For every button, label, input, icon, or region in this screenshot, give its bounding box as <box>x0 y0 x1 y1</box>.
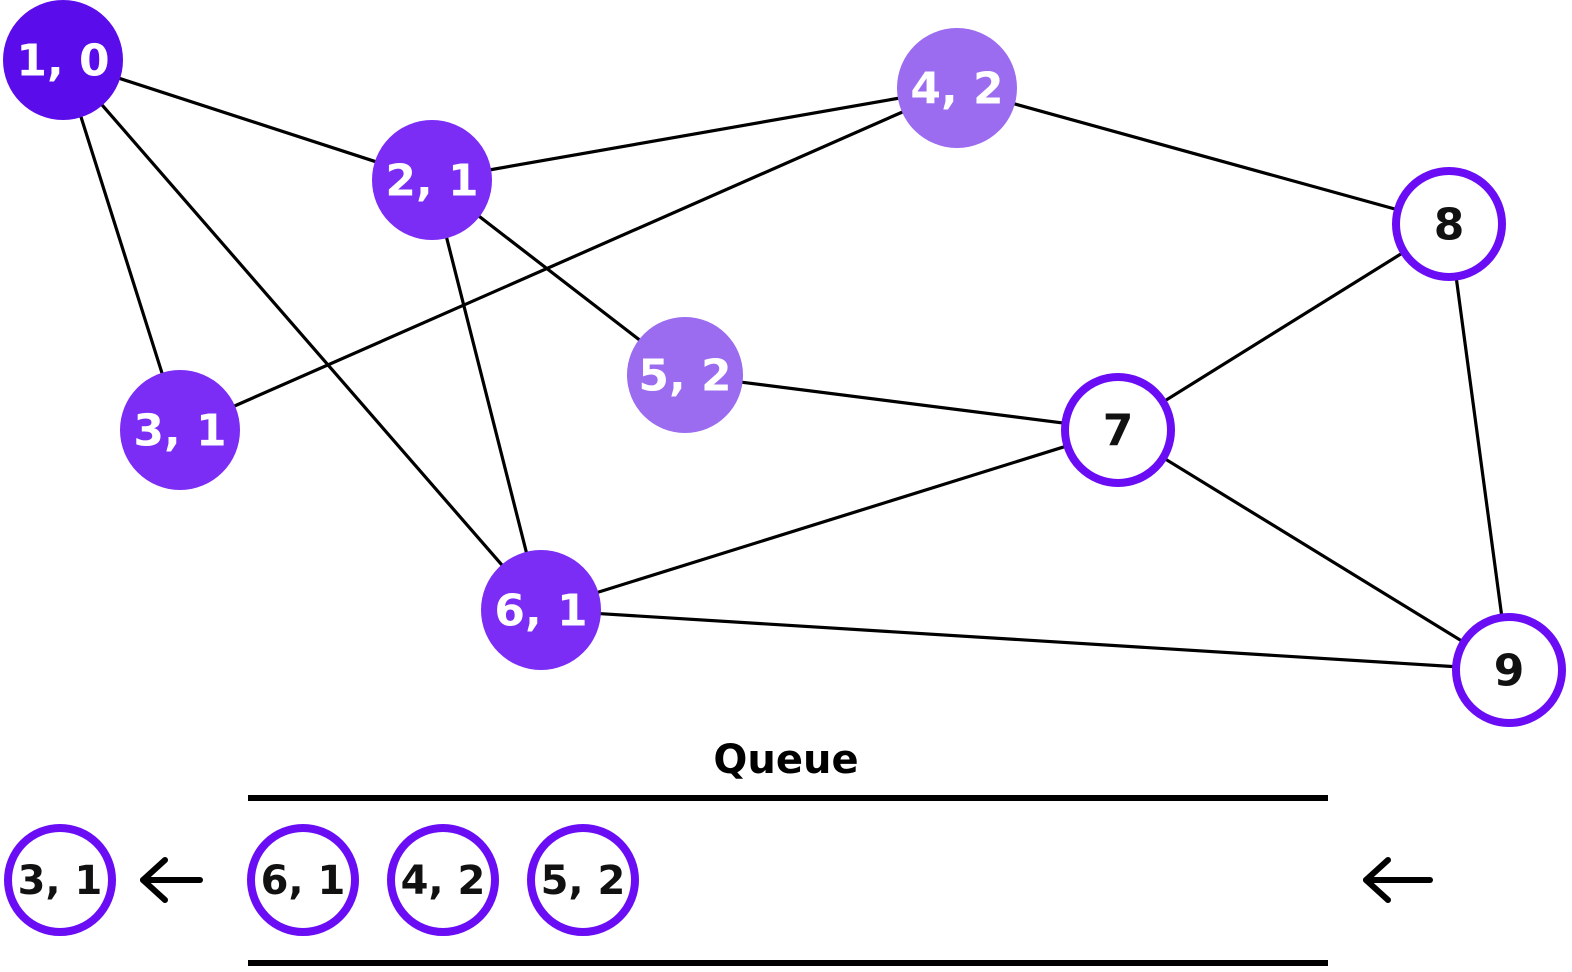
node-disc-unvisited <box>1452 613 1566 727</box>
graph-edge <box>1159 455 1468 645</box>
node-label: 9 <box>1494 646 1525 697</box>
graph-node-2-1[interactable]: 2, 1 <box>372 120 492 240</box>
arrow-head-icon <box>140 857 168 903</box>
graph-edge <box>594 443 1071 595</box>
graph-node-6-1[interactable]: 6, 1 <box>481 550 601 670</box>
node-disc-visited <box>627 317 743 433</box>
node-layer: 1, 0 2, 1 3, 1 4, 2 5, 2 6, 1 7 8 9 <box>3 0 1566 727</box>
graph-edge <box>476 213 643 343</box>
node-label: 1, 0 <box>16 36 109 87</box>
node-label: 5, 2 <box>638 351 731 402</box>
queue-item[interactable]: 6, 1 <box>247 824 359 936</box>
queue-title: Queue <box>713 737 858 783</box>
queue-token-disc <box>247 824 359 936</box>
queue-token-label: 5, 2 <box>541 858 626 904</box>
node-disc-visited <box>897 28 1017 148</box>
queue-token-label: 6, 1 <box>261 858 346 904</box>
graph-edge <box>1011 101 1402 213</box>
queue-item[interactable]: 4, 2 <box>387 824 499 936</box>
node-label: 6, 1 <box>494 586 587 637</box>
graph-edge <box>738 380 1070 426</box>
node-disc-visited <box>3 0 123 120</box>
node-label: 2, 1 <box>385 156 478 207</box>
queue-item[interactable]: 5, 2 <box>527 824 639 936</box>
queue-token-label: 3, 1 <box>18 858 103 904</box>
edge-layer <box>78 76 1504 669</box>
node-label: 7 <box>1103 406 1134 457</box>
node-label: 8 <box>1434 200 1465 251</box>
graph-edge <box>1454 272 1504 622</box>
graph-edge <box>78 113 165 377</box>
dequeue-arrow-icon <box>140 857 203 903</box>
queue-items: 6, 1 4, 2 5, 2 <box>247 824 639 936</box>
graph-node-8[interactable]: 8 <box>1392 167 1506 281</box>
arrow-head-icon <box>1363 857 1391 903</box>
dequeued-node: 3, 1 <box>4 824 116 936</box>
queue-token-disc <box>4 824 116 936</box>
graph-edge <box>231 109 906 409</box>
graph-edge <box>487 96 902 172</box>
queue-token-disc <box>387 824 499 936</box>
graph-edge <box>99 102 505 568</box>
graph-edge <box>1159 249 1408 405</box>
dequeued-token[interactable]: 3, 1 <box>4 824 116 936</box>
graph-node-9[interactable]: 9 <box>1452 613 1566 727</box>
graph-node-5-2[interactable]: 5, 2 <box>627 317 743 433</box>
graph-node-4-2[interactable]: 4, 2 <box>897 28 1017 148</box>
queue-token-label: 4, 2 <box>401 858 486 904</box>
graph-node-1-0[interactable]: 1, 0 <box>3 0 123 120</box>
queue-token-disc <box>527 824 639 936</box>
graph-edge <box>597 611 1460 669</box>
queue-layer: Queue 6, 1 4, 2 5, 2 3, 1 <box>4 737 1433 966</box>
node-disc-visited <box>372 120 492 240</box>
node-label: 4, 2 <box>910 64 1003 115</box>
node-disc-unvisited <box>1392 167 1506 281</box>
enqueue-arrow-icon <box>1363 857 1433 903</box>
node-disc-unvisited <box>1061 373 1175 487</box>
node-disc-visited <box>481 550 601 670</box>
node-disc-visited <box>120 370 240 490</box>
graph-node-7[interactable]: 7 <box>1061 373 1175 487</box>
graph-edge <box>116 76 379 164</box>
node-label: 3, 1 <box>133 406 226 457</box>
graph-edge <box>444 234 529 556</box>
queue-arrows <box>140 857 1433 903</box>
graph-node-3-1[interactable]: 3, 1 <box>120 370 240 490</box>
